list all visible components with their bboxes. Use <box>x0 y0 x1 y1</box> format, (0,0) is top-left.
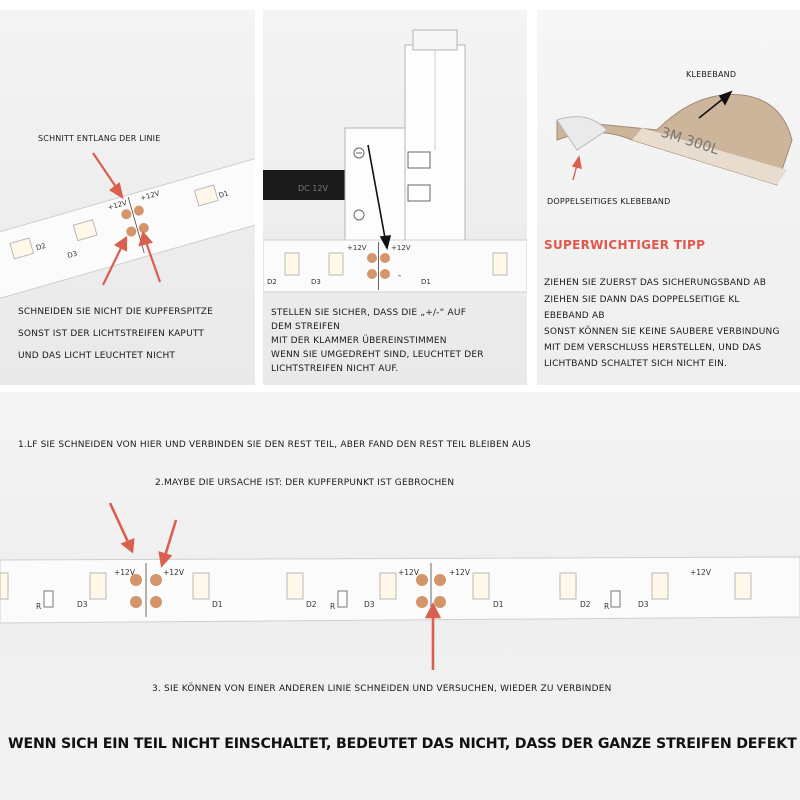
tape-label: KLEBEBAND <box>686 70 737 79</box>
plus12-label: +12V <box>114 568 136 577</box>
left-warning-line-3: UND DAS LICHT LEUCHTET NICHT <box>18 351 176 361</box>
d2-label: D2 <box>306 600 317 609</box>
cut-along-line-label: SCHNITT ENTLANG DER LINIE <box>38 134 161 143</box>
middle-line-3: MIT DER KLAMMER ÜBEREINSTIMMEN <box>271 336 447 346</box>
long-strip-illustration: +12V +12V +12V +12V +12V D3 D1 D2 D3 D1 … <box>0 556 800 624</box>
tip-title: SUPERWICHTIGER TIPP <box>544 238 706 252</box>
panel-tip: 3M 300L KLEBEBAND DOPPELSEITIGES KLEBEBA… <box>537 10 800 385</box>
r-label: R <box>330 602 335 611</box>
tip-line-3: EBEBAND AB <box>544 311 605 321</box>
tip-line-5: MIT DEM VERSCHLUSS HERSTELLEN, UND DAS <box>544 343 762 353</box>
d1-label: D1 <box>212 600 223 609</box>
plus12-label: +12V <box>391 244 411 252</box>
connector-print: DC 12V <box>298 184 328 193</box>
plus12-label: +12V <box>398 568 420 577</box>
tip-line-6: LICHTBAND SCHALTET SICH NICHT EIN. <box>544 359 728 369</box>
tape-illustration: 3M 300L <box>556 90 793 186</box>
middle-line-5: LICHTSTREIFEN NICHT AUF. <box>271 364 399 374</box>
d2-label: D2 <box>580 600 591 609</box>
conclusion-text: WENN SICH EIN TEIL NICHT EINSCHALTET, BE… <box>8 736 800 752</box>
d2-label: D2 <box>267 278 277 286</box>
panel-polarity-check: DC 12V +12V +12V D2 D3 D1 - STELLEN SIE … <box>263 10 527 385</box>
bottom-arrows <box>108 502 442 670</box>
plus12-label: +12V <box>347 244 367 252</box>
left-warning-line-1: SCHNEIDEN SIE NICHT DIE KUPFERSPITZE <box>18 307 214 317</box>
d3-label: D3 <box>364 600 375 609</box>
d2-label: D2 <box>35 242 47 252</box>
plus12-label: +12V <box>690 568 712 577</box>
r-label: R <box>36 602 41 611</box>
panel-cut-along-line: +12V +12V D2 D3 D1 SCHNITT ENTLANG DER L… <box>0 10 255 385</box>
r-label: R <box>604 602 609 611</box>
plus12-label: +12V <box>163 568 185 577</box>
d1-label: D1 <box>493 600 504 609</box>
step-3-text: 3. SIE KÖNNEN VON EINER ANDEREN LINIE SC… <box>152 684 612 694</box>
d1-label: D1 <box>218 189 230 199</box>
plus12-label: +12V <box>449 568 471 577</box>
left-warning-line-2: SONST IST DER LICHTSTREIFEN KAPUTT <box>18 329 205 339</box>
middle-line-4: WENN SIE UMGEDREHT SIND, LEUCHTET DER <box>271 350 484 360</box>
tip-line-1: ZIEHEN SIE ZUERST DAS SICHERUNGSBAND AB <box>544 278 767 288</box>
minus-label: - <box>398 271 401 281</box>
middle-line-2: DEM STREIFEN <box>271 322 341 332</box>
step-2-text: 2.MAYBE DIE URSACHE IST: DER KUPFERPUNKT… <box>155 478 455 488</box>
d3-label: D3 <box>638 600 649 609</box>
strip-illustration-left: +12V +12V D2 D3 D1 <box>0 148 255 306</box>
middle-line-1: STELLEN SIE SICHER, DASS DIE „+/-“ AUF <box>271 308 467 318</box>
tip-line-2: ZIEHEN SIE DANN DAS DOPPELSEITIGE KL <box>544 295 740 305</box>
d3-label: D3 <box>66 249 78 259</box>
d3-label: D3 <box>311 278 321 286</box>
connector-illustration: DC 12V +12V +12V D2 D3 D1 - <box>263 29 527 293</box>
d3-label: D3 <box>77 600 88 609</box>
tip-line-4: SONST KÖNNEN SIE KEINE SAUBERE VERBINDUN… <box>544 327 780 337</box>
double-tape-label: DOPPELSEITIGES KLEBEBAND <box>547 197 671 206</box>
step-1-text: 1.LF SIE SCHNEIDEN VON HIER UND VERBINDE… <box>18 440 531 450</box>
d1-label: D1 <box>421 278 431 286</box>
